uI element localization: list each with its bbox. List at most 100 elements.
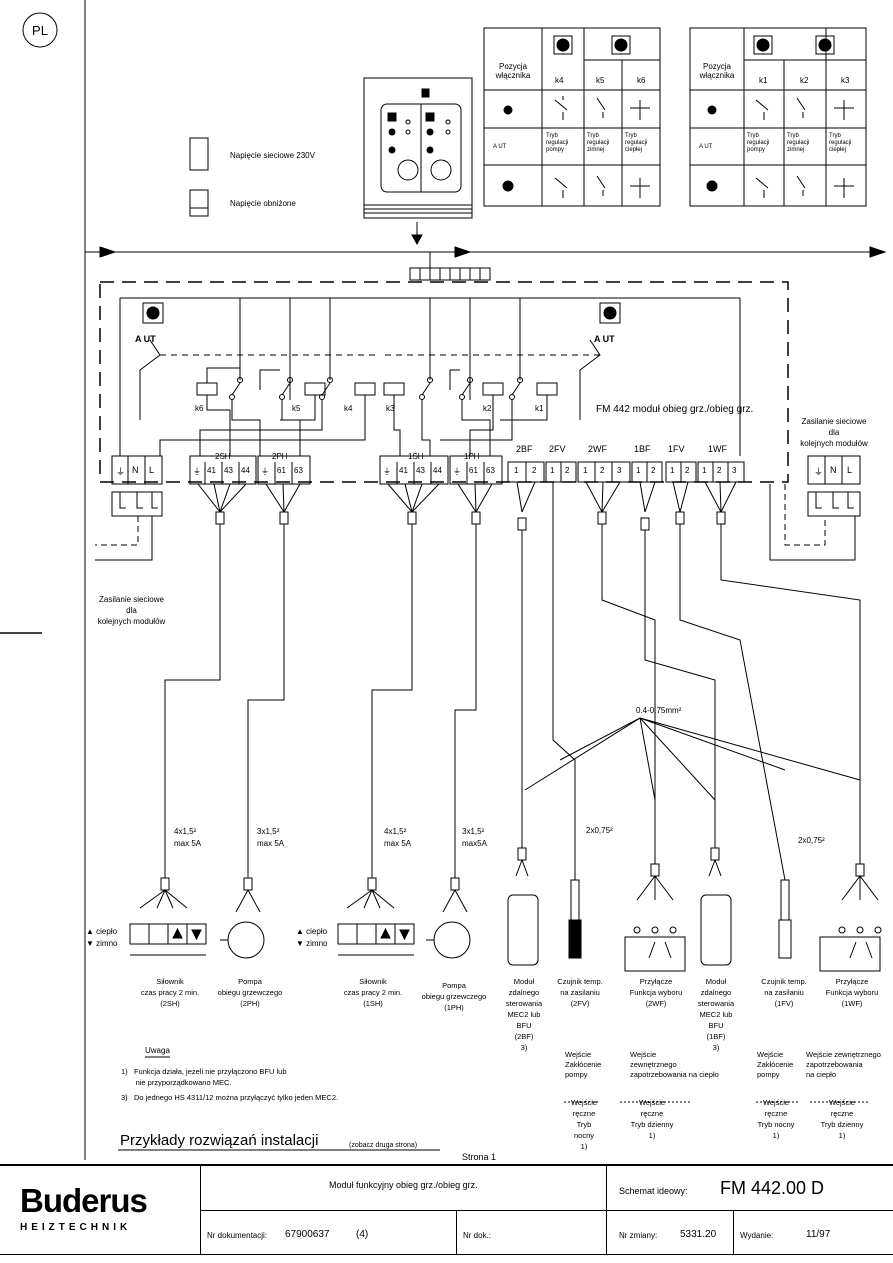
module-title: FM 442 moduł obieg grz./obieg grz. (596, 404, 754, 415)
pin: 1 (514, 466, 519, 475)
pin: 43 (224, 466, 233, 475)
device-sensor-1fv (778, 879, 792, 959)
nrdok-cell: Nr dok.: (457, 1211, 607, 1254)
schema-value: FM 442.00 D (720, 1178, 825, 1198)
relay-label-k1: k1 (759, 76, 768, 85)
switch-table-left (483, 27, 661, 207)
pin: 2 (717, 466, 722, 475)
cable-connectors (197, 481, 737, 532)
group-2ph: 2PH (272, 452, 288, 461)
module-enclosure (99, 281, 789, 483)
device-select-1wf (819, 863, 882, 972)
relay-k6: k6 (195, 404, 204, 413)
change-cell: Nr zmiany: 5331.20 (607, 1211, 734, 1254)
cable-spec-e: 2x0,75² (586, 826, 613, 835)
page-number: Strona 1 (462, 1152, 497, 1162)
change-value: 5331.20 (680, 1229, 717, 1240)
doc-label: Nr dokumentacji: (207, 1231, 268, 1240)
brand-cell: Buderus HEIZTECHNIK (0, 1166, 201, 1254)
device-actuator-1sh (337, 877, 415, 956)
pin: 43 (416, 466, 425, 475)
heat-cold-right: ▲ ciepło▼ zimno (296, 927, 328, 948)
doc-rev: (4) (356, 1229, 369, 1240)
switch-table-right-aut: A UT (699, 144, 713, 150)
device-pump-2ph (220, 877, 265, 959)
pin: 44 (433, 466, 442, 475)
legend-low: Napięcie obniżone (230, 199, 296, 208)
caption-1fv: Czujnik temp.na zasilaniu(1FV) (761, 977, 807, 1008)
group-1bf: 1BF (634, 444, 651, 454)
term-mains-right-pe: ⏚ (814, 467, 824, 477)
examples-title: Przykłady rozwiązań instalacji (120, 1132, 319, 1149)
field-wiring (164, 524, 861, 881)
pin: 2 (532, 466, 537, 475)
pin: 41 (399, 466, 408, 475)
term-mains-l: L (149, 465, 155, 475)
pin: 63 (294, 466, 303, 475)
pin: ⏚ (453, 467, 461, 476)
pin: 1 (636, 466, 641, 475)
device-pump-1ph (426, 877, 471, 959)
description-cell: Moduł funkcyjny obieg grz./obieg grz. (201, 1166, 607, 1211)
terminal-blocks (111, 455, 861, 485)
pin: 63 (486, 466, 495, 475)
relay-k4: k4 (344, 404, 353, 413)
pin: ⏚ (261, 467, 269, 476)
pin: 41 (207, 466, 216, 475)
pin: 61 (277, 466, 286, 475)
bus-line (85, 246, 887, 281)
relay-k2: k2 (483, 404, 492, 413)
relay-k1: k1 (535, 404, 544, 413)
internal-wiring (119, 297, 741, 456)
pin: 1 (583, 466, 588, 475)
relay-k5: k5 (292, 404, 301, 413)
term-mains-n: N (132, 465, 139, 475)
cable-spec-f: 2x0,75² (798, 836, 825, 845)
heat-cold-left: ▲ ciepło▼ zimno (86, 927, 118, 948)
relay-label-k4: k4 (555, 76, 564, 85)
term-mains-right-n: N (830, 465, 837, 475)
nrdok-label: Nr dok.: (463, 1231, 492, 1240)
relay-label-k6: k6 (637, 76, 646, 85)
pin: 2 (685, 466, 690, 475)
mains-plugs (95, 484, 861, 561)
group-2bf: 2BF (516, 444, 533, 454)
note-3: 3) Do jednego HS 4311/12 można przyłączy… (121, 1093, 339, 1102)
switch-table-right (689, 27, 867, 207)
device-sensor-2fv (568, 879, 582, 959)
caption-2fv: Czujnik temp.na zasilaniu(2FV) (557, 977, 603, 1008)
brand-sub: HEIZTECHNIK (20, 1222, 132, 1233)
pin: 2 (600, 466, 605, 475)
device-actuator-2sh (129, 877, 207, 956)
pin: 1 (550, 466, 555, 475)
title-block: Buderus HEIZTECHNIK Moduł funkcyjny obie… (0, 1164, 893, 1255)
legend: Napięcie sieciowe 230V Napięcie obniżone (189, 137, 316, 217)
brand-logo: Buderus (20, 1182, 148, 1219)
pin: 1 (702, 466, 707, 475)
term-mains-right-l: L (847, 465, 853, 475)
switch-left-label: A UT (135, 334, 156, 344)
legend-mains: Napięcie sieciowe 230V (230, 151, 316, 160)
